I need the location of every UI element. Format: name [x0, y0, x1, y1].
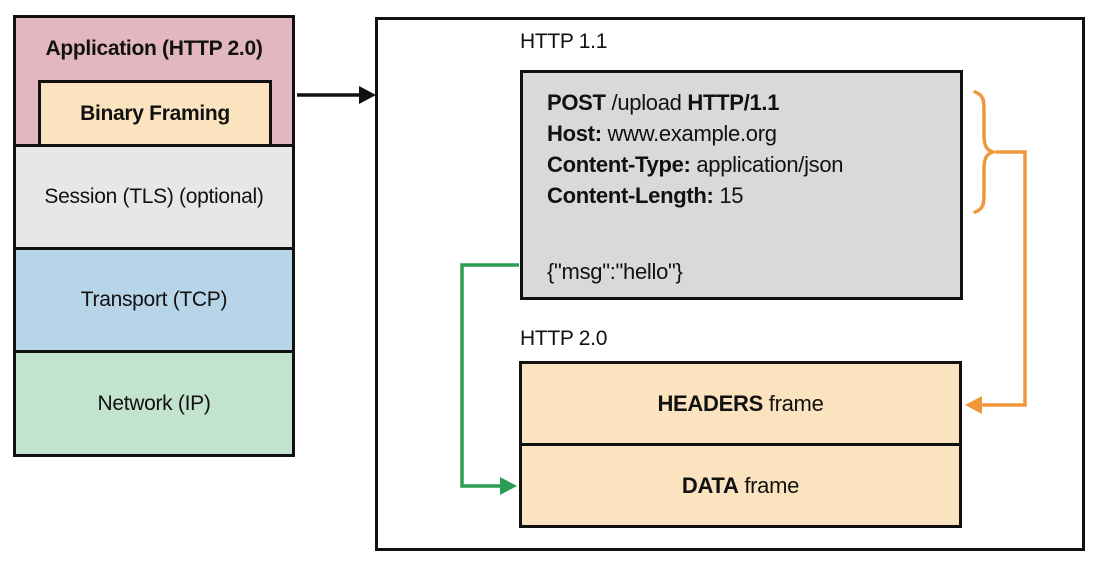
headers-frame-row: HEADERS frame: [522, 364, 959, 446]
layer-session: Session (TLS) (optional): [13, 144, 295, 250]
headers-frame-label: HEADERS frame: [657, 391, 823, 417]
layer-binary-framing-label: Binary Framing: [80, 101, 230, 125]
data-frame-row: DATA frame: [522, 446, 959, 525]
data-frame-label: DATA frame: [681, 472, 800, 499]
request-version: HTTP/1.1: [687, 90, 780, 115]
content-type-value: application/json: [690, 152, 844, 177]
request-line-host: Host: www.example.org: [547, 118, 950, 149]
layer-transport-label: Transport (TCP): [80, 288, 228, 311]
host-header-value: www.example.org: [601, 121, 777, 146]
content-length-value: 15: [713, 183, 744, 208]
stack-to-panel-arrow: [297, 86, 376, 104]
http2-frames-box: HEADERS frame DATA frame: [519, 361, 962, 528]
http11-request-box: POST /upload HTTP/1.1 Host: www.example.…: [520, 70, 963, 300]
host-header-key: Host:: [547, 121, 602, 146]
layer-transport: Transport (TCP): [13, 247, 295, 353]
stack-to-panel-arrowhead-icon: [359, 86, 376, 104]
headers-frame-label-rest: frame: [762, 390, 824, 416]
layer-network-label: Network (IP): [97, 391, 211, 415]
request-body: {"msg":"hello"}: [547, 259, 683, 284]
request-line-start: POST /upload HTTP/1.1: [547, 87, 950, 118]
content-type-key: Content-Type:: [547, 152, 691, 177]
content-length-key: Content-Length:: [547, 183, 714, 208]
data-frame-label-rest: frame: [738, 472, 800, 498]
layer-session-label: Session (TLS) (optional): [44, 185, 264, 208]
http11-section-label: HTTP 1.1: [520, 30, 608, 53]
headers-frame-label-bold: HEADERS: [657, 390, 763, 416]
request-path: /upload: [605, 90, 688, 115]
layer-network: Network (IP): [13, 350, 295, 457]
request-line-content-length: Content-Length: 15: [547, 180, 950, 211]
layer-binary-framing: Binary Framing: [38, 80, 272, 147]
http2-section-label: HTTP 2.0: [520, 327, 608, 350]
data-frame-label-bold: DATA: [681, 472, 739, 498]
layer-application-label-area: Application (HTTP 2.0): [16, 18, 292, 80]
layer-application-label: Application (HTTP 2.0): [45, 37, 263, 60]
request-line-content-type: Content-Type: application/json: [547, 149, 950, 180]
request-method: POST: [547, 90, 606, 115]
